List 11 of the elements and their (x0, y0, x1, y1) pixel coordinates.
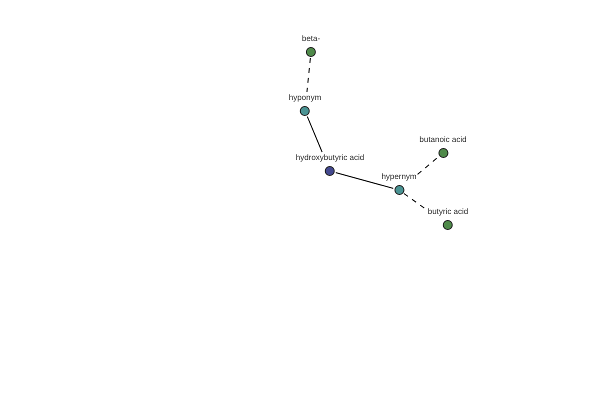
connector-line (403, 192, 428, 210)
node-label: beta- (302, 34, 320, 44)
node-label: hypernym (381, 172, 417, 182)
connector-line (335, 172, 394, 189)
connector-line (306, 57, 311, 92)
node-label: butyric acid (428, 207, 468, 217)
node-label: butanoic acid (419, 135, 467, 145)
node-label: hyponym (288, 93, 322, 103)
connector-line (306, 116, 323, 152)
node-label: hydroxybutyric acid (296, 153, 364, 163)
connector-line (417, 156, 439, 175)
